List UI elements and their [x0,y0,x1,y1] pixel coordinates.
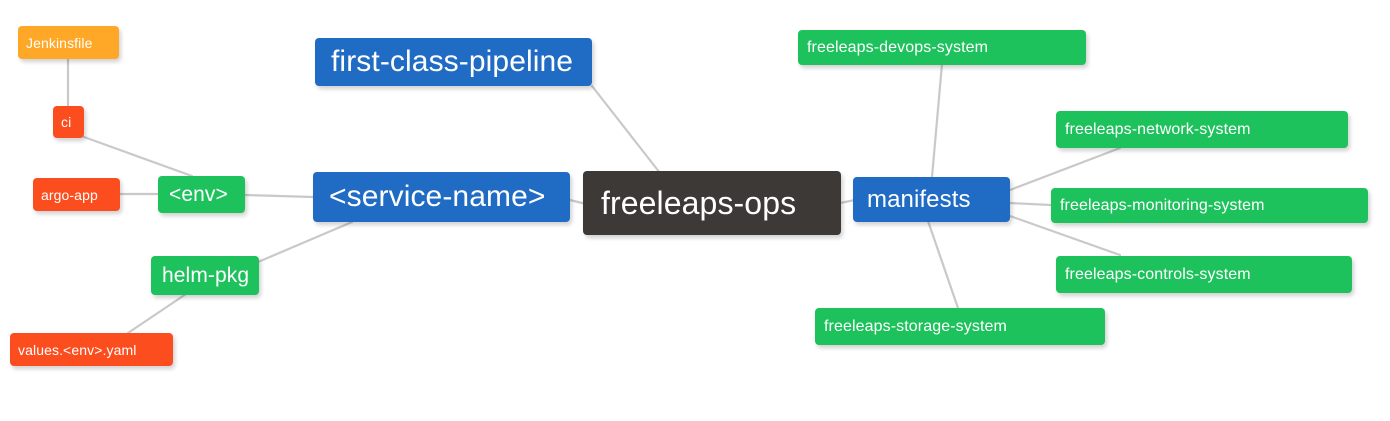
edge-manifests-devops-system [930,62,944,179]
node-root-label: freeleaps-ops [601,185,797,221]
node-first-class-pipeline-label: first-class-pipeline [331,45,574,78]
node-storage-system[interactable]: freeleaps-storage-system [815,308,1105,345]
node-controls-system[interactable]: freeleaps-controls-system [1056,256,1352,293]
edge-manifests-storage-system [926,219,960,310]
node-ci-label: ci [61,114,72,130]
node-devops-system-label: freeleaps-devops-system [807,38,989,56]
edge-manifests-network-system [1008,146,1122,192]
node-values-yaml-label: values.<env>.yaml [18,341,137,358]
node-service-name-label: <service-name> [329,180,546,213]
node-storage-system-label: freeleaps-storage-system [824,317,1007,335]
node-controls-system-label: freeleaps-controls-system [1065,265,1251,283]
edge-root-first-class-pipeline [590,84,662,175]
node-devops-system[interactable]: freeleaps-devops-system [798,30,1086,65]
node-helm-pkg-label: helm-pkg [162,264,250,287]
node-monitoring-system[interactable]: freeleaps-monitoring-system [1051,188,1368,223]
node-manifests[interactable]: manifests [853,177,1010,222]
node-values-yaml[interactable]: values.<env>.yaml [10,333,173,366]
node-jenkinsfile[interactable]: Jenkinsfile [18,26,119,59]
edge-service-name-env [243,193,315,199]
node-manifests-label: manifests [867,185,971,213]
edge-helm-pkg-values-yaml [126,292,188,335]
node-env-label: <env> [169,183,228,206]
node-helm-pkg[interactable]: helm-pkg [151,256,259,295]
node-root-freeleaps-ops[interactable]: freeleaps-ops [583,171,841,235]
node-ci[interactable]: ci [53,106,84,138]
node-service-name[interactable]: <service-name> [313,172,570,222]
node-network-system[interactable]: freeleaps-network-system [1056,111,1348,148]
edge-service-name-helm-pkg [256,220,354,264]
node-monitoring-system-label: freeleaps-monitoring-system [1060,196,1265,214]
node-network-system-label: freeleaps-network-system [1065,120,1251,138]
node-argo-app[interactable]: argo-app [33,178,120,211]
node-first-class-pipeline[interactable]: first-class-pipeline [315,38,592,86]
node-jenkinsfile-label: Jenkinsfile [26,34,93,51]
node-env[interactable]: <env> [158,176,245,213]
edge-env-ci [82,135,194,178]
edge-manifests-monitoring-system [1008,201,1053,207]
node-argo-app-label: argo-app [41,186,98,203]
